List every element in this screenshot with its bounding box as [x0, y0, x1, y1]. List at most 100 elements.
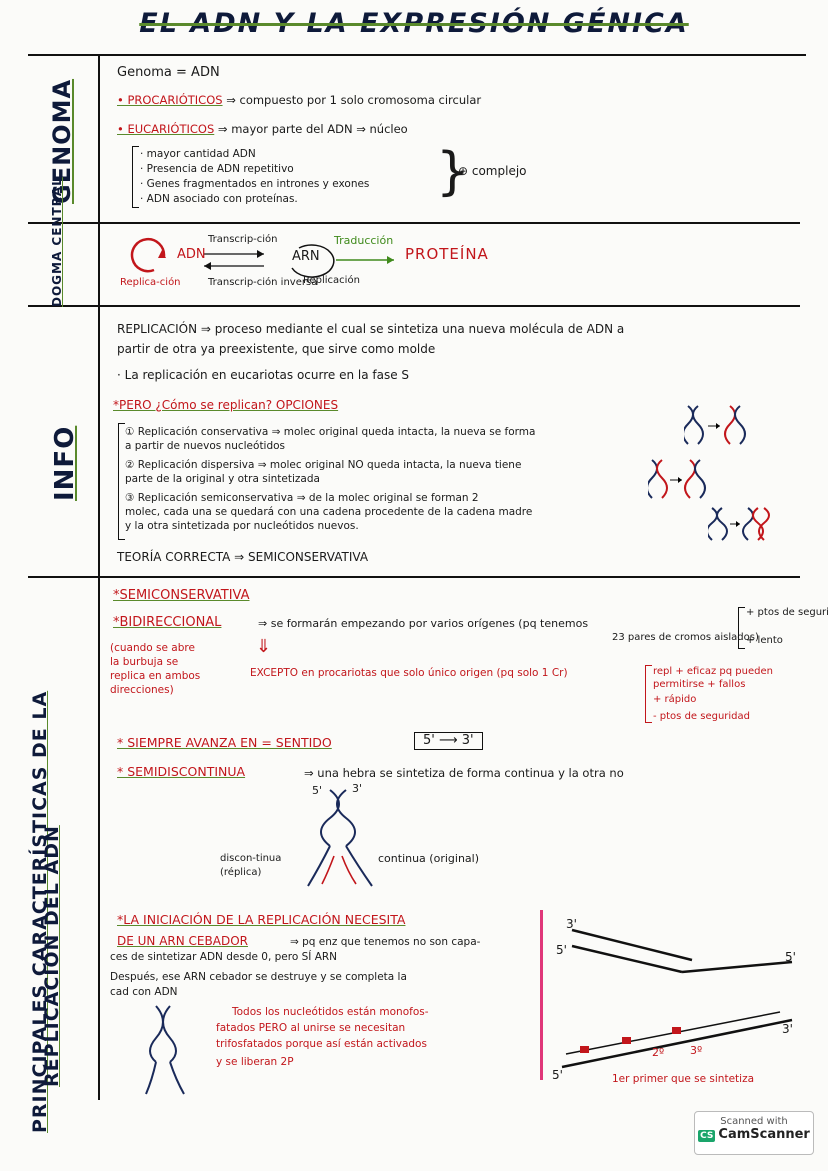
helix-icon [648, 459, 706, 499]
siempre-heading: * SIEMPRE AVANZA EN = SENTIDO [117, 735, 332, 750]
transcripcion-label: Transcrip-ción [208, 234, 278, 245]
semi-heading: *SEMICONSERVATIVA [113, 588, 250, 603]
bidi-right: + lento [746, 635, 783, 646]
replicacion-arn-label: Replicación [303, 275, 360, 286]
option-line: ① Replicación conservativa ⇒ molec origi… [125, 426, 536, 438]
divider [28, 222, 800, 224]
end-label: 5' [556, 943, 567, 957]
genoma-line: • EUCARIÓTICOS ⇒ mayor parte del ADN ⇒ n… [117, 122, 408, 136]
divider [28, 305, 800, 307]
burbuja-note: (cuando se abre [110, 642, 195, 654]
iniciacion-text: cad con ADN [110, 986, 178, 998]
adn-label: ADN [177, 247, 206, 262]
scanner-brand-text: CamScanner [718, 1127, 810, 1142]
burbuja-note: la burbuja se [110, 656, 179, 668]
excepto-right: repl + eficaz pq pueden [653, 666, 773, 677]
iniciacion-text: ⇒ pq enz que tenemos no son capa- [290, 936, 481, 948]
list-item: · mayor cantidad ADN [140, 148, 256, 160]
scanner-line: Scanned with [720, 1116, 788, 1127]
nucleotidos-note: Todos los nucleótidos están monofos- [232, 1006, 429, 1018]
option-line: a partir de nuevos nucleótidos [125, 440, 286, 452]
teoria-line: TEORÍA CORRECTA ⇒ SEMICONSERVATIVA [117, 550, 369, 564]
info-line: · La replicación en eucariotas ocurre en… [117, 368, 410, 382]
end-label: 5' [552, 1068, 563, 1082]
divider [28, 54, 806, 56]
term: • PROCARIÓTICOS [117, 93, 223, 107]
definition: ⇒ compuesto por 1 solo cromosoma circula… [226, 93, 482, 107]
pink-divider [540, 910, 543, 1080]
brace: } [436, 142, 470, 202]
sentido-box: 5' ⟶ 3' [414, 732, 483, 750]
traduccion-label: Traducción [334, 234, 394, 247]
bidi-text: ⇒ se formarán empezando por varios oríge… [258, 617, 589, 630]
continua-label: continua (original) [378, 852, 479, 865]
iniciacion-heading: *LA INICIACIÓN DE LA REPLICACIÓN NECESIT… [117, 912, 406, 927]
bidi-text: 23 pares de cromos aislados) [612, 632, 759, 643]
nucleotidos-note: fatados PERO al unirse se necesitan [216, 1022, 406, 1034]
step-label: 2º [652, 1046, 665, 1059]
option-line: ② Replicación dispersiva ⇒ molec origina… [125, 459, 522, 471]
replicacion-label: Replica-ción [120, 277, 181, 288]
replication-fork-diagram [307, 789, 373, 887]
info-line: partir de otra ya preexistente, que sirv… [117, 342, 436, 356]
camscanner-logo-icon: CS [698, 1130, 716, 1142]
genoma-line: Genoma = ADN [117, 65, 220, 80]
option-line: parte de la original y otra sintetizada [125, 473, 320, 485]
dogma-diagram [130, 237, 394, 278]
end-label: 3' [782, 1022, 793, 1036]
list-item: · ADN asociado con proteínas. [140, 193, 298, 205]
down-arrow-icon: ⇓ [256, 636, 272, 657]
end-label: 5' [312, 784, 323, 797]
excepto-text: EXCEPTO en procariotas que solo único or… [250, 667, 568, 679]
semidis-heading: * SEMIDISCONTINUA [117, 764, 246, 779]
step-label: 3º [690, 1044, 703, 1057]
burbuja-note: replica en ambos [110, 670, 201, 682]
nucleotidos-note: y se liberan 2P [216, 1056, 294, 1068]
definition: ⇒ mayor parte del ADN ⇒ núcleo [217, 122, 408, 136]
genoma-line: • PROCARIÓTICOS ⇒ compuesto por 1 solo c… [117, 93, 481, 107]
lagging-strand-diagram [561, 928, 793, 1069]
option-line: y la otra sintetizada por nucleótidos nu… [125, 520, 359, 532]
complejo-label: ⊕ complejo [458, 164, 527, 178]
side-label-replicacion: REPLICACIÓN DEL ADN [41, 825, 63, 1087]
iniciacion-text: ces de sintetizar ADN desde 0, pero SÍ A… [110, 951, 338, 963]
helix-icon [684, 405, 746, 445]
side-label-dogma: DOGMA CENTRAL [50, 177, 64, 307]
arn-label: ARN [292, 249, 320, 264]
term: • EUCARIÓTICOS [117, 122, 215, 136]
divider [98, 55, 100, 1100]
option-line: molec, cada una se quedará con una caden… [125, 506, 533, 518]
list-item: · Genes fragmentados en intrones y exone… [140, 178, 370, 190]
end-label: 3' [566, 917, 577, 931]
option-line: ③ Replicación semiconservativa ⇒ de la m… [125, 492, 479, 504]
transcripcion-inversa-label: Transcrip-ción inversa [208, 277, 318, 288]
excepto-right: permitirse + fallos [653, 679, 746, 690]
bidi-right: + ptos de seguridad [746, 607, 828, 618]
nucleotidos-note: trifosfatados porque así están activados [216, 1038, 427, 1050]
side-label-info: INFO [50, 425, 80, 501]
end-label: 5' [785, 950, 796, 964]
semidis-text: ⇒ una hebra se sintetiza de forma contin… [304, 766, 624, 780]
iniciacion-heading: DE UN ARN CEBADOR [117, 934, 248, 948]
iniciacion-text: Después, ese ARN cebador se destruye y s… [110, 971, 407, 983]
list-item: · Presencia de ADN repetitivo [140, 163, 294, 175]
helix-icon [708, 507, 770, 541]
bracket [645, 665, 652, 723]
info-line: REPLICACIÓN ⇒ proceso mediante el cual s… [117, 322, 625, 336]
discontinua-label: discon-tinua (réplica) [220, 853, 282, 878]
burbuja-note: direcciones) [110, 684, 174, 696]
info-heading: *PERO ¿Cómo se replican? OPCIONES [113, 398, 339, 412]
page-title: EL ADN Y LA EXPRESIÓN GÉNICA [139, 8, 689, 39]
replication-loop-icon [130, 237, 166, 273]
proteina-label: PROTEÍNA [405, 245, 489, 263]
excepto-right: - ptos de seguridad [653, 711, 751, 722]
bracket [118, 423, 125, 540]
excepto-right: + rápido [653, 694, 697, 705]
end-label: 3' [352, 782, 363, 795]
bracket [738, 607, 745, 649]
bidi-heading: *BIDIRECCIONAL [113, 615, 222, 630]
primer-label: 1er primer que se sintetiza [612, 1073, 755, 1085]
bracket [132, 146, 139, 208]
